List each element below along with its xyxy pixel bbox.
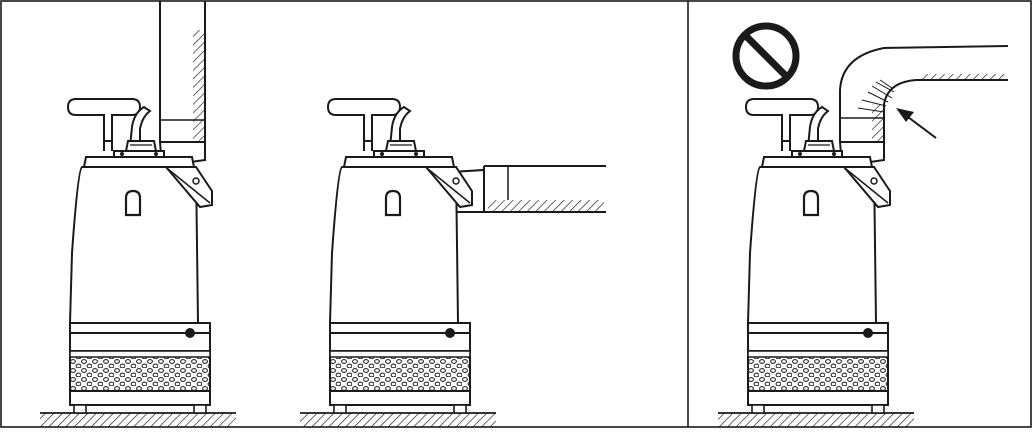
ground-hatch	[718, 412, 914, 427]
kink-arrow-icon	[896, 108, 937, 139]
no-entry-circle-slash-icon	[732, 22, 800, 90]
vertical-discharge-hose	[158, 1, 206, 168]
kinked-discharge-hose	[838, 45, 1009, 168]
ground-hatch	[40, 412, 236, 427]
panel-kinked-hose	[718, 22, 1009, 427]
panel-horizontal-hose	[300, 97, 606, 427]
ground-hatch	[300, 412, 496, 427]
panel-vertical-hose	[40, 1, 236, 427]
submersible-pump	[326, 97, 474, 415]
